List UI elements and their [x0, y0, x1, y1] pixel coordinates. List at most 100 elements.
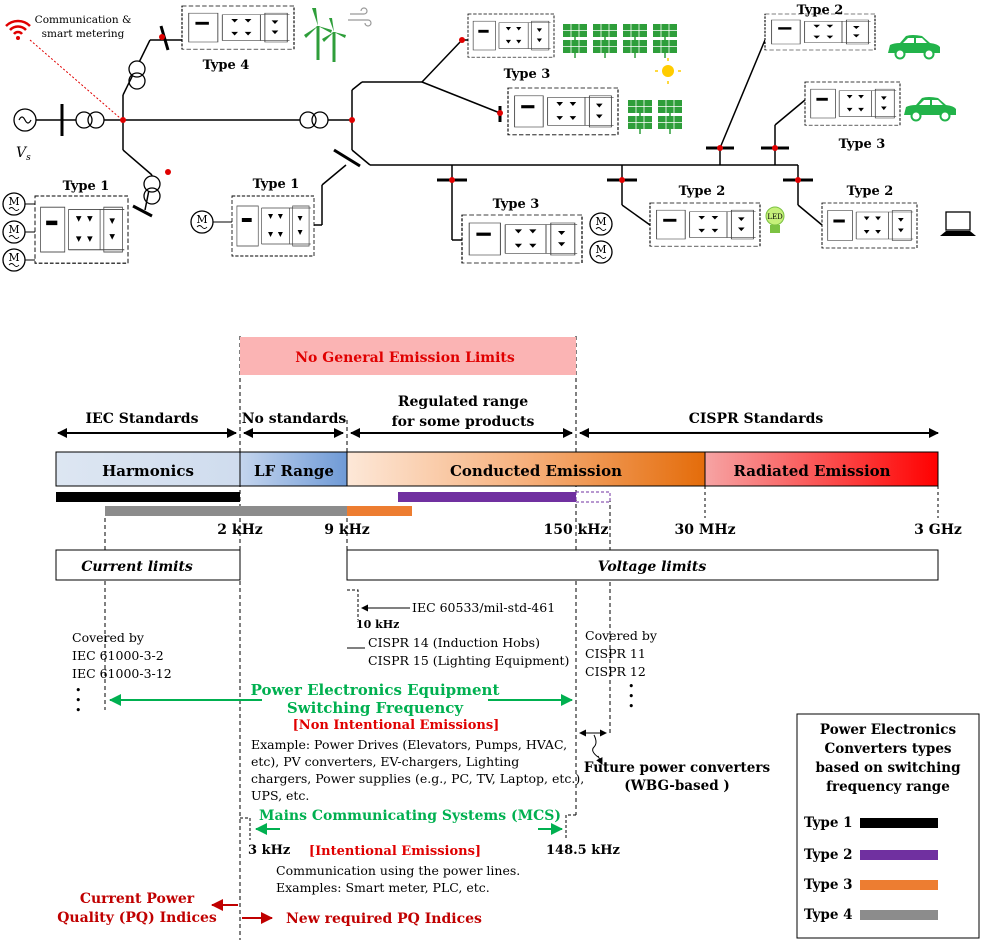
iec60533-note: IEC 60533/mil-std-461	[412, 600, 555, 615]
pv-panel-icon	[627, 99, 683, 135]
converter-type2-ev-top-box	[764, 13, 876, 51]
motor-icon	[2, 192, 26, 216]
band-radiated-emission	[704, 451, 939, 487]
converter-type2-laptop-box	[821, 202, 918, 249]
covered-by-right: Covered by	[585, 628, 658, 643]
transformer-icon	[128, 60, 146, 90]
electric-car-icon	[903, 96, 957, 122]
ac-source-icon	[13, 108, 37, 132]
no-emission-limits-label: No General Emission Limits	[295, 350, 515, 366]
range-bar-type1	[56, 492, 240, 502]
sun-icon	[655, 58, 681, 84]
range-bar-type2-extension	[575, 491, 611, 503]
led-bulb-icon: LED	[765, 206, 785, 233]
cispr11: CISPR 11	[585, 646, 646, 661]
mcs-148khz: 148.5 kHz	[546, 843, 620, 858]
network-section: Communication & smart metering Vs Type 4	[2, 3, 976, 272]
cispr-standards-label: CISPR Standards	[689, 411, 824, 427]
future-converters-line1: Future power converters	[584, 760, 771, 776]
intentional-label: [Intentional Emissions]	[309, 844, 481, 859]
legend-title-line2: Converters types	[824, 741, 951, 757]
band-harmonics	[55, 451, 241, 487]
pv-panel-icon	[562, 23, 678, 59]
type3-motor-label: Type 3	[493, 197, 540, 212]
legend-title-line1: Power Electronics	[820, 722, 957, 738]
iec-61000-3-2: IEC 61000-3-2	[72, 648, 164, 663]
mcs-desc-line1: Communication using the power lines.	[276, 863, 520, 878]
mcs-title: Mains Communicating Systems (MCS)	[259, 808, 561, 824]
band-radiated-label: Radiated Emission	[733, 462, 890, 480]
electric-car-icon	[887, 34, 941, 60]
band-harmonics-label: Harmonics	[102, 462, 194, 480]
regulated-range-line2: for some products	[392, 414, 535, 430]
tick-3ghz: 3 GHz	[914, 522, 962, 538]
mcs-desc-line2: Examples: Smart meter, PLC, etc.	[276, 880, 490, 895]
non-intentional-label: [Non Intentional Emissions]	[293, 718, 500, 733]
pe-example-line2: etc), PV converters, EV-chargers, Lighti…	[251, 754, 519, 769]
motor-icon	[589, 240, 613, 264]
pe-example-line1: Example: Power Drives (Elevators, Pumps,…	[251, 737, 567, 752]
band-lf-label: LF Range	[254, 462, 334, 480]
current-pq-line2: Quality (PQ) Indices	[57, 910, 217, 926]
cispr12: CISPR 12	[585, 664, 646, 679]
legend-type1-swatch	[860, 818, 938, 828]
converter-type3-motor-box	[461, 214, 583, 264]
mcs-3khz: 3 kHz	[248, 843, 290, 858]
legend-type2-swatch	[860, 850, 938, 860]
frequency-chart-section: No General Emission Limits IEC Standards…	[55, 336, 980, 940]
band-lf-range	[239, 451, 348, 487]
converter-type3-ev-mid-box	[804, 81, 901, 126]
pe-switching-line2: Switching Frequency	[287, 699, 465, 717]
converter-type1-mid-box	[231, 195, 315, 257]
band-conducted-emission	[346, 451, 706, 487]
voltage-limits-label: Voltage limits	[598, 559, 707, 575]
range-bar-type2	[398, 492, 576, 502]
legend-type3-label: Type 3	[804, 877, 853, 893]
converter-type1-left-box	[34, 195, 129, 264]
comm-label-line2: smart metering	[42, 28, 125, 40]
motor-icon	[2, 220, 26, 244]
tick-150khz: 150 kHz	[544, 522, 609, 538]
dots-right-2: •	[628, 690, 635, 703]
current-limits-box	[55, 549, 241, 581]
transformer-icon	[299, 111, 329, 129]
comm-link-dotted	[29, 39, 121, 119]
no-emission-limits-bar	[240, 337, 576, 375]
comm-label-line1: Communication &	[35, 14, 132, 26]
pe-example-line3: chargers, Power supplies (e.g., PC, TV, …	[251, 771, 584, 786]
source-label: Vs	[16, 145, 31, 163]
wifi-icon	[5, 19, 31, 40]
type2-laptop-label: Type 2	[847, 184, 894, 199]
iec-61000-3-12: IEC 61000-3-12	[72, 666, 172, 681]
cispr15-note: CISPR 15 (Lighting Equipment)	[368, 653, 569, 668]
no-standards-label: No standards	[242, 411, 347, 427]
type2-ev-top-label: Type 2	[797, 3, 844, 18]
legend-type1-label: Type 1	[804, 815, 853, 831]
dots-left-3: •	[75, 704, 82, 717]
type3-pv-top-label: Type 3	[504, 67, 551, 82]
converter-pv2-box	[507, 87, 619, 136]
wind-gust-icon	[348, 7, 372, 27]
dots-left-2: •	[75, 694, 82, 707]
ten-khz-label: 10 kHz	[356, 618, 399, 631]
pe-switching-line1: Power Electronics Equipment	[251, 681, 500, 699]
type1-mid-label: Type 1	[253, 177, 300, 192]
dots-right-3: •	[628, 700, 635, 713]
pe-example-line4: UPS, etc.	[251, 788, 309, 803]
range-bar-type4	[105, 506, 347, 516]
type1-left-label: Type 1	[63, 179, 110, 194]
voltage-limits-box	[346, 549, 939, 581]
current-limits-label: Current limits	[81, 559, 193, 575]
converter-types-legend: Power Electronics Converters types based…	[796, 713, 980, 939]
legend-title-line4: frequency range	[826, 779, 950, 795]
converter-type2-led-box	[649, 202, 761, 247]
converter-type3-pv-top-box	[467, 13, 555, 58]
laptop-icon	[940, 211, 976, 236]
band-conducted-label: Conducted Emission	[450, 462, 622, 480]
type3-ev-mid-label: Type 3	[839, 137, 886, 152]
motor-icon	[190, 210, 214, 234]
legend-type4-swatch	[860, 910, 938, 920]
legend-type4-label: Type 4	[804, 907, 853, 923]
motor-icon	[589, 212, 613, 236]
